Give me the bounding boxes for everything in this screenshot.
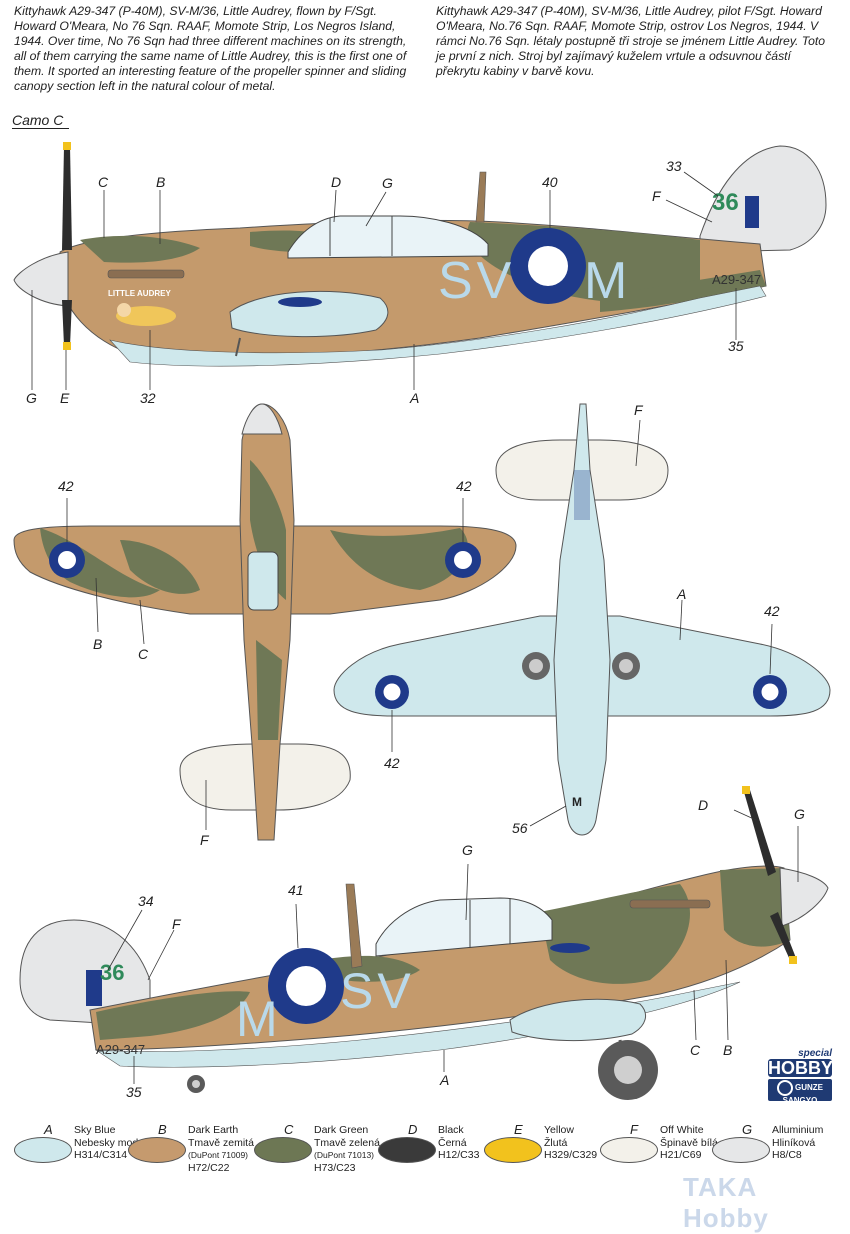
callout-g-spinner: G (26, 390, 37, 406)
special-hobby-logo-top: special (798, 1048, 832, 1059)
code-m-right: M (236, 991, 278, 1047)
legend-code: H8/C8 (772, 1149, 802, 1161)
camo-label: Camo C (12, 112, 70, 129)
legend-name: Dark Green (314, 1124, 369, 1136)
legend-code: H314/C314 (74, 1149, 128, 1161)
callout-f-side2: F (172, 916, 181, 932)
watermark: TAKA Hobby (683, 1172, 769, 1233)
left-side-profile: SV M 36 A29-347 LITTLE AUDREY (13, 142, 827, 390)
callout-d-side2: D (698, 797, 709, 813)
legend-letter: F (630, 1122, 638, 1137)
color-swatch (254, 1137, 312, 1163)
gunze-sangyo-logo: GUNZE SANGYO (768, 1079, 832, 1105)
code-sv-right: SV (340, 963, 415, 1019)
callout-b: B (156, 174, 166, 190)
callout-g: G (382, 175, 393, 191)
legend-name-cz: Hliníková (772, 1136, 816, 1149)
legend-code: H72/C22 (188, 1161, 230, 1174)
legend-letter: C (284, 1122, 294, 1137)
legend-letter: G (742, 1122, 753, 1137)
legend-code: H329/C329 (544, 1149, 598, 1161)
color-swatch (14, 1137, 72, 1163)
description-czech: Kittyhawk A29-347 (P-40M), SV-M/36, Litt… (436, 4, 826, 78)
callout-33: 33 (666, 158, 682, 174)
bottom-view: M (333, 403, 831, 836)
gunze-logo-icon (777, 1080, 793, 1096)
callout-56: 56 (512, 820, 528, 836)
color-swatch (378, 1137, 436, 1163)
legend-dupont: (DuPont 71009) (188, 1150, 249, 1160)
callout-e: E (60, 390, 70, 406)
top-view (13, 403, 517, 841)
callout-41: 41 (288, 882, 304, 898)
callout-42-bottom-right: 42 (764, 603, 780, 619)
color-swatch (128, 1137, 186, 1163)
legend-name-cz: Tmavě zemitá (188, 1136, 254, 1149)
callout-a-bottom: A (677, 586, 687, 602)
right-side-profile: 36 M SV A29-347 (19, 786, 829, 1100)
legend-code: H21/C69 (660, 1149, 702, 1161)
callout-g-side2-canopy: G (462, 842, 473, 858)
callout-c-top: C (138, 646, 149, 662)
tail-number-right: 36 (100, 960, 124, 985)
callout-32: 32 (140, 390, 156, 406)
color-legend: A Sky Blue Nebesky modrá H314/C314 B Dar… (0, 1120, 850, 1200)
legend-letter: B (158, 1122, 167, 1137)
legend-code: H12/C33 (438, 1149, 480, 1161)
serial-left: A29-347 (712, 272, 761, 287)
callout-b-top: B (93, 636, 103, 652)
legend-name-cz: Tmavě zelená (314, 1136, 380, 1149)
callout-a: A (410, 390, 420, 406)
legend-name: Off White (660, 1124, 704, 1136)
callout-35: 35 (728, 338, 744, 354)
callout-d: D (331, 174, 342, 190)
legend-name: Yellow (544, 1124, 574, 1136)
color-swatch (600, 1137, 658, 1163)
legend-letter: A (44, 1122, 53, 1137)
code-m-left: M (584, 252, 627, 310)
legend-letter: D (408, 1122, 418, 1137)
serial-right: A29-347 (96, 1042, 145, 1057)
legend-dupont: (DuPont 71013) (314, 1150, 375, 1160)
legend-name-cz: Černá (438, 1136, 467, 1149)
callout-c: C (98, 174, 109, 190)
tail-number-left: 36 (712, 189, 739, 216)
callout-42-top-right: 42 (456, 478, 472, 494)
callout-42-top-left: 42 (58, 478, 74, 494)
special-hobby-logo-main: HOBBY (768, 1058, 834, 1078)
callout-b-side2: B (723, 1042, 733, 1058)
description-english: Kittyhawk A29-347 (P-40M), SV-M/36, Litt… (14, 4, 407, 93)
legend-letter: E (514, 1122, 523, 1137)
special-hobby-logo: special HOBBY (768, 1048, 834, 1078)
gunze-logo-line1: GUNZE (795, 1083, 823, 1093)
callout-a-side2: A (440, 1072, 450, 1088)
legend-code: H73/C23 (314, 1161, 356, 1174)
callout-g-side2-spinner: G (794, 806, 805, 822)
gunze-logo-line2: SANGYO (782, 1096, 818, 1105)
profile-artwork: SV M 36 A29-347 LITTLE AUDREY (13, 142, 831, 1100)
legend-name-cz: Žlutá (544, 1136, 568, 1149)
callout-f: F (652, 188, 661, 204)
legend-name: Alluminium (772, 1124, 824, 1136)
callout-42-bottom-left: 42 (384, 755, 400, 771)
color-swatch (712, 1137, 770, 1163)
callout-34: 34 (138, 893, 154, 909)
color-swatch (484, 1137, 542, 1163)
nose-art-name: LITTLE AUDREY (108, 289, 171, 298)
legend-name: Sky Blue (74, 1124, 116, 1136)
callout-40: 40 (542, 174, 558, 190)
underside-letter: M (572, 795, 582, 809)
legend-name: Black (438, 1124, 464, 1136)
legend-name: Dark Earth (188, 1124, 239, 1136)
callout-35-side2: 35 (126, 1084, 142, 1100)
callout-c-side2: C (690, 1042, 701, 1058)
code-sv-left: SV (438, 252, 515, 310)
callout-f-top: F (200, 832, 209, 848)
callout-f-bottom: F (634, 402, 643, 418)
legend-name-cz: Špinavě bílá (660, 1136, 718, 1149)
